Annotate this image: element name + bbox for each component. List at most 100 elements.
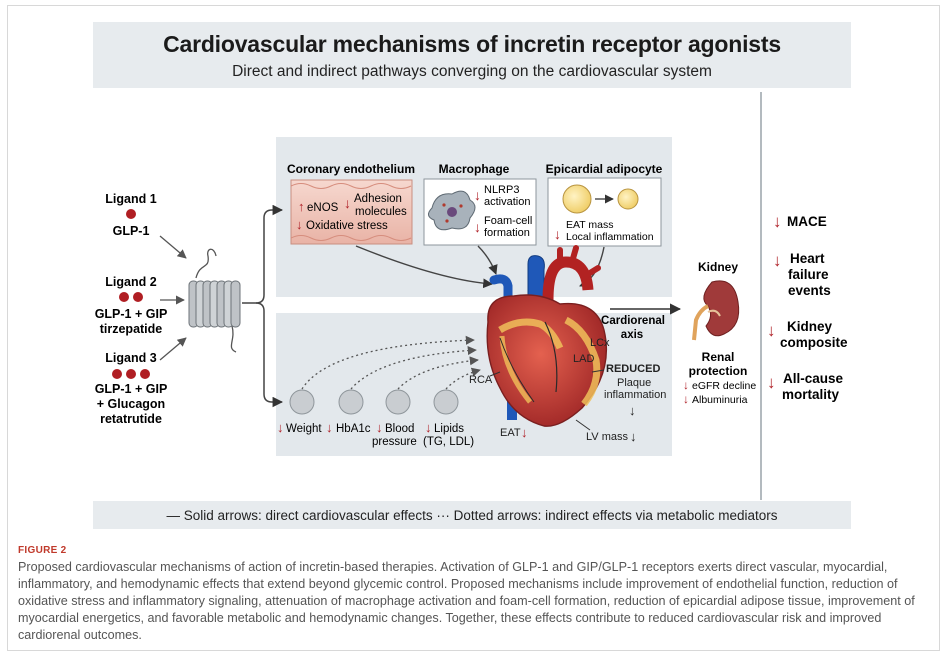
down-arrow-icon: ↓ [376, 420, 383, 435]
legend-band [93, 501, 851, 529]
plaque-label-1: Plaque [617, 377, 651, 389]
ligand-3-agonists2: + Glucagon [97, 397, 165, 411]
kidney-icon [692, 280, 740, 341]
rca-label: RCA [469, 374, 493, 386]
up-arrow-icon: ↑ [298, 199, 305, 214]
ligand-3-label: Ligand 3 [105, 351, 156, 365]
egfr-label: eGFR decline [692, 380, 756, 392]
ligand-dot [126, 209, 136, 219]
small-adipocyte-icon [617, 188, 639, 210]
outcome-line: composite [780, 335, 848, 350]
down-arrow-icon: ↓ [344, 195, 351, 211]
down-arrow-icon: ↓ [296, 217, 303, 232]
adhesion-label-2: molecules [355, 206, 407, 218]
mediator-weight: ↓ Weight [277, 389, 322, 435]
ligand-2-drug: tirzepatide [100, 322, 163, 336]
outcome-line: MACE [787, 214, 827, 229]
indirect-dotted-arrows [301, 335, 481, 390]
outcome-mace: ↓ MACE [773, 212, 827, 231]
figure-number: FIGURE 2 [18, 545, 67, 556]
down-arrow-icon: ↓ [474, 187, 481, 203]
mediator-lipids: ↓ Lipids (TG, LDL) [423, 389, 474, 448]
outcome-line: Kidney [787, 319, 833, 334]
adipocyte-panel: Epicardial adipocyte ↓ EAT mass Local in… [546, 162, 663, 247]
plaque-label-2: inflammation [604, 389, 666, 401]
down-arrow-icon: ↓ [683, 378, 689, 392]
bp-label-2: pressure [372, 436, 417, 448]
outcome-line: mortality [782, 387, 840, 402]
bp-label-1: Blood [385, 423, 414, 435]
ligand-3-agonists: GLP-1 + GIP [95, 382, 168, 396]
reduced-pointer [591, 369, 605, 373]
macrophage-panel: Macrophage ↓ NLRP3 activation ↓ Foam-cel… [423, 162, 537, 246]
outcome-line: All-cause [783, 371, 844, 386]
albuminuria-label: Albuminuria [692, 394, 748, 406]
ligand-dot [140, 369, 150, 379]
down-arrow-icon: ↓ [554, 226, 561, 242]
outcome-kidney-composite: ↓ Kidney composite [767, 319, 848, 350]
renal-protection-2: protection [689, 364, 748, 378]
down-arrow-icon: ↓ [767, 321, 776, 340]
down-arrow-icon: ↓ [629, 403, 636, 418]
ligand-2-label: Ligand 2 [105, 275, 156, 289]
indirect-pathway-arrow [255, 302, 284, 408]
ligand-1: Ligand 1 GLP-1 [105, 192, 156, 238]
endothelium-title: Coronary endothelium [287, 162, 415, 176]
ligand-dot [112, 369, 122, 379]
down-arrow-icon: ↓ [767, 373, 776, 392]
lv-pointer [575, 419, 591, 431]
lad-label: LAD [573, 353, 594, 365]
down-arrow-icon: ↓ [326, 420, 333, 435]
lcx-label: LCx [590, 337, 610, 349]
ligand-dot [133, 292, 143, 302]
enos-label: eNOS [307, 202, 339, 214]
ligand-3: Ligand 3 GLP-1 + GIP + Glucagon retatrut… [95, 351, 168, 426]
ligand-2: Ligand 2 GLP-1 + GIP tirzepatide [95, 275, 168, 336]
adipocyte-title: Epicardial adipocyte [546, 162, 663, 176]
adhesion-label-1: Adhesion [354, 193, 402, 205]
figure-caption: Proposed cardiovascular mechanisms of ac… [18, 560, 915, 642]
hba1c-label: HbA1c [336, 423, 371, 435]
direct-pathway-arrow [242, 204, 284, 304]
eat-mass-label: EAT mass [566, 219, 613, 231]
ligand-dot [126, 369, 136, 379]
oxidative-label: Oxidative stress [306, 220, 388, 232]
down-arrow-icon: ↓ [277, 420, 284, 435]
cardiorenal-label-2: axis [621, 329, 643, 341]
rca-pointer [489, 371, 501, 377]
down-arrow-icon: ↓ [630, 429, 637, 444]
down-arrow-icon: ↓ [425, 420, 432, 435]
diagram-canvas: Ligand 1 GLP-1 Ligand 2 GLP-1 + GIP tirz… [95, 92, 848, 500]
endothelium-panel: Coronary endothelium ↑ eNOS ↓ Adhesion m… [287, 162, 415, 245]
ligand-1-label: Ligand 1 [105, 192, 156, 206]
mediator-blood-pressure: ↓ Blood pressure [372, 389, 417, 448]
down-arrow-icon: ↓ [474, 219, 481, 235]
ligand-dot [119, 292, 129, 302]
large-adipocyte-icon [562, 184, 592, 214]
local-inflammation-label: Local inflammation [566, 231, 654, 243]
ligand-3-drug: retatrutide [100, 412, 162, 426]
mediator-hba1c: ↓ HbA1c [326, 389, 371, 435]
cardiorenal-label-1: Cardiorenal [601, 315, 665, 327]
nlrp3-label-2: activation [484, 196, 530, 208]
kidney-title: Kidney [698, 260, 738, 274]
down-arrow-icon: ↓ [773, 251, 782, 270]
macrophage-to-heart-arrow [477, 245, 498, 275]
ligand-1-agonists: GLP-1 [113, 224, 150, 238]
endothelium-to-heart-arrow [355, 245, 493, 289]
figure-title: Cardiovascular mechanisms of incretin re… [163, 31, 781, 57]
foam-label-1: Foam-cell [484, 215, 532, 227]
outcome-line: events [788, 283, 831, 298]
renal-protection-1: Renal [702, 350, 735, 364]
lipids-label-1: Lipids [434, 423, 464, 435]
outcome-heart-failure: ↓ Heart failure events [773, 251, 831, 298]
lv-mass-label: LV mass [586, 431, 628, 443]
ligand-1-arrow [159, 235, 187, 259]
heart-icon [486, 245, 608, 427]
ligand-2-agonists: GLP-1 + GIP [95, 307, 168, 321]
receptor-icon [188, 248, 241, 353]
weight-label: Weight [286, 423, 322, 435]
title-band [93, 22, 851, 88]
nlrp3-label-1: NLRP3 [484, 184, 519, 196]
macrophage-title: Macrophage [439, 162, 510, 176]
